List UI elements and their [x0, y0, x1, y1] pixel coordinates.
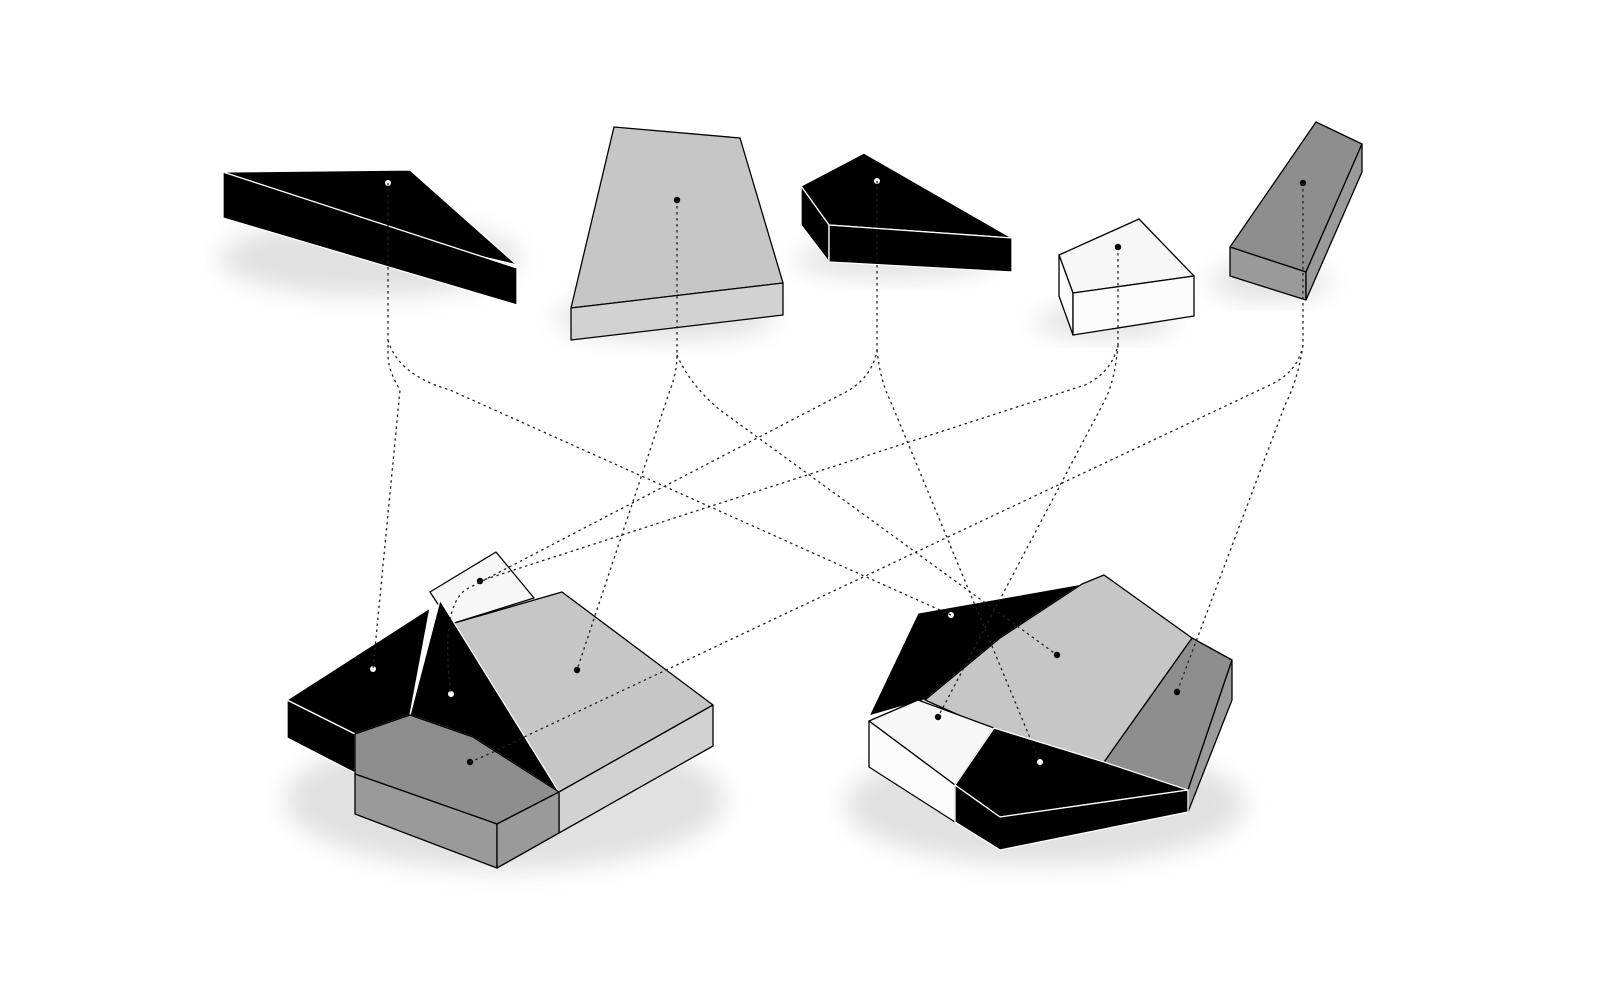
piece-1-side: [222, 171, 518, 306]
piece-3-side-front: [828, 224, 1013, 273]
connector-piece-3-to-right-wedge: [876, 349, 1041, 763]
piece-4-side-front: [1072, 275, 1195, 336]
left-lightgray-dot: [573, 666, 581, 674]
connectors: [372, 181, 1304, 763]
piece-white-pentagon-block: [1058, 218, 1195, 336]
right-hexagon-assembly: [868, 574, 1233, 851]
piece-2-side: [570, 282, 784, 341]
piece-black-triangle-slab: [222, 169, 518, 306]
connector-piece-2-to-right-lightgray: [676, 354, 1058, 656]
piece-black-wedge-block: [800, 152, 1013, 273]
left-black-dot: [370, 666, 376, 672]
piece-2-top: [570, 126, 784, 309]
left-wedge-dot: [448, 691, 454, 697]
piece-5-side-right: [1305, 143, 1363, 301]
right-wedge-dot: [1037, 759, 1043, 765]
left-darkgray-side-right: [496, 791, 560, 869]
connector-piece-4-to-right-white: [937, 344, 1119, 718]
right-wedge-side: [954, 784, 1189, 851]
piece-dark-gray-bar-block: [1229, 121, 1363, 301]
connector-piece-1-to-right-black: [387, 339, 952, 616]
piece-light-gray-trapezoid-slab: [570, 126, 784, 341]
right-darkgray-dot: [1173, 688, 1181, 696]
connector-piece-5-to-right-darkgray: [1176, 344, 1304, 693]
connector-piece-5-to-left-darkgray: [469, 183, 1304, 763]
